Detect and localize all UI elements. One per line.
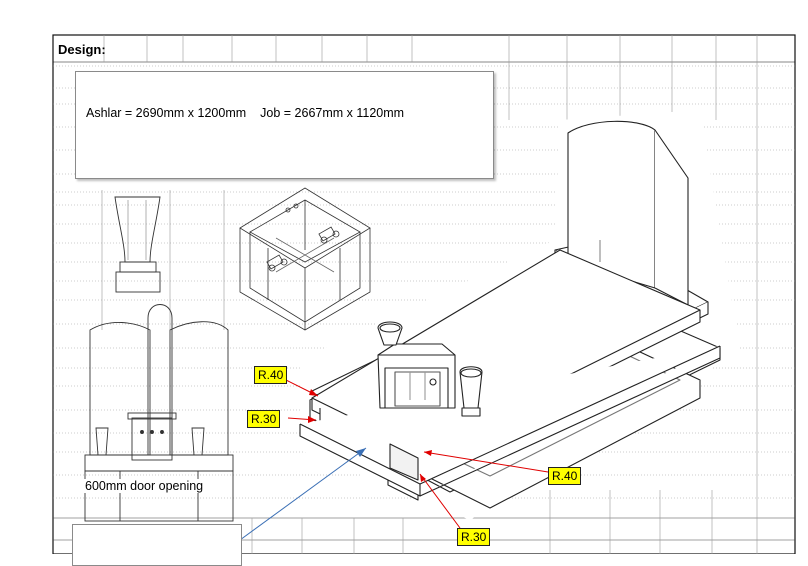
front-elevation xyxy=(84,304,234,522)
radius-callout-r40-right[interactable]: R.40 xyxy=(548,467,582,485)
job-dimensions: Job = 2667mm x 1120mm xyxy=(260,106,405,120)
arrow-heads xyxy=(308,389,432,482)
dimensions-textbox[interactable]: Ashlar = 2690mm x 1200mm Job = 2667mm x 1… xyxy=(75,71,494,179)
isometric-wireframe xyxy=(239,187,371,331)
ashlar-dimensions: Ashlar = 2690mm x 1200mm xyxy=(86,106,247,120)
design-label: Design: xyxy=(58,42,106,57)
dimensions-text: Ashlar = 2690mm x 1200mm Job = 2667mm x 1… xyxy=(86,106,418,120)
radius-callout-r30-left[interactable]: R.30 xyxy=(247,410,281,428)
radius-callout-r30-bottom[interactable]: R.30 xyxy=(457,528,491,546)
blue-arrow-head xyxy=(356,448,366,457)
empty-textbox[interactable] xyxy=(72,524,242,566)
leader-lines xyxy=(239,379,549,541)
vase-elevation xyxy=(114,196,161,293)
drawing-sheet xyxy=(52,34,796,554)
monument-drawing xyxy=(299,120,721,509)
door-opening-note: 600mm door opening xyxy=(83,479,206,493)
radius-callout-r40-top[interactable]: R.40 xyxy=(254,366,288,384)
